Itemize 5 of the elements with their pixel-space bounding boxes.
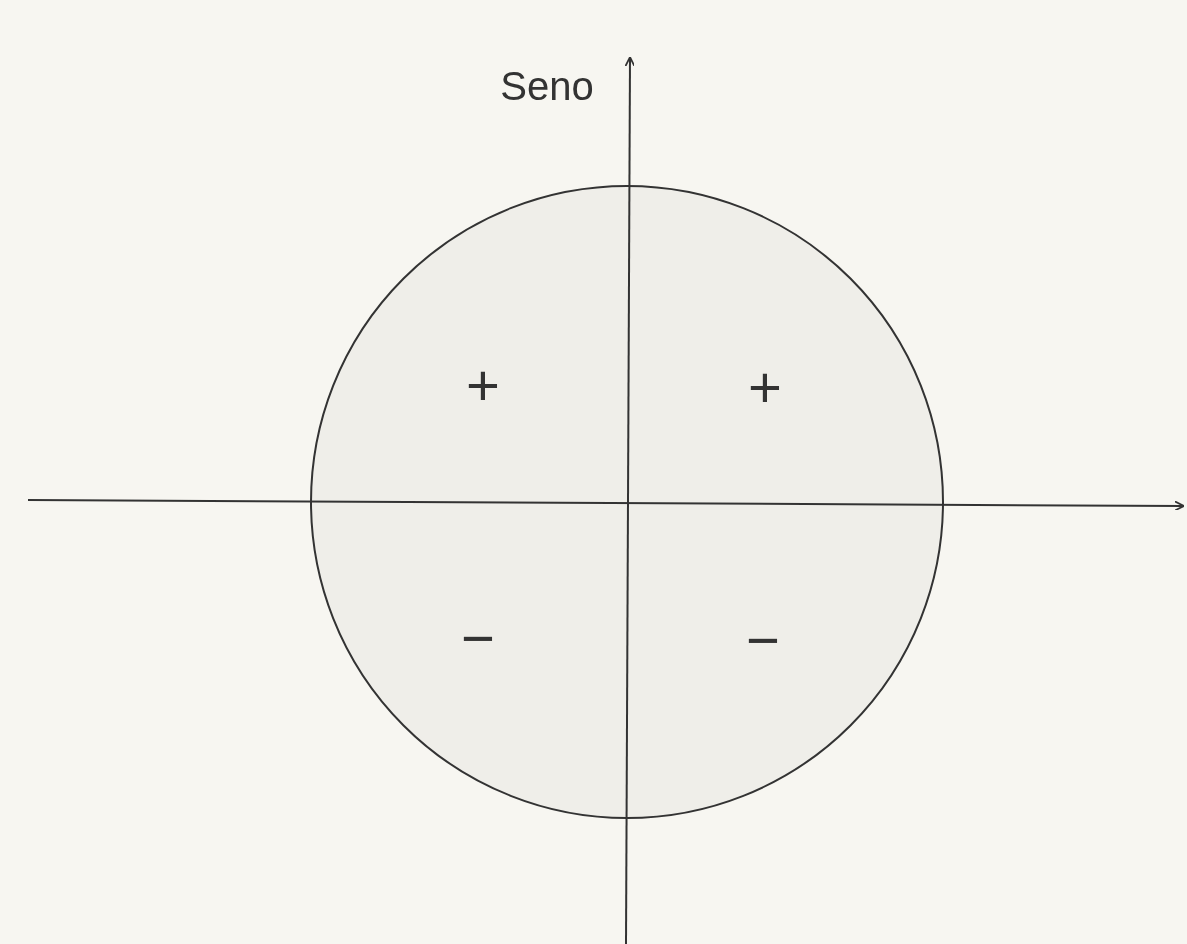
plus-sign: + bbox=[466, 356, 500, 414]
minus-sign: − bbox=[461, 609, 495, 667]
minus-sign: − bbox=[746, 611, 780, 669]
axis-label: Seno bbox=[500, 66, 594, 106]
plus-sign: + bbox=[748, 358, 782, 416]
